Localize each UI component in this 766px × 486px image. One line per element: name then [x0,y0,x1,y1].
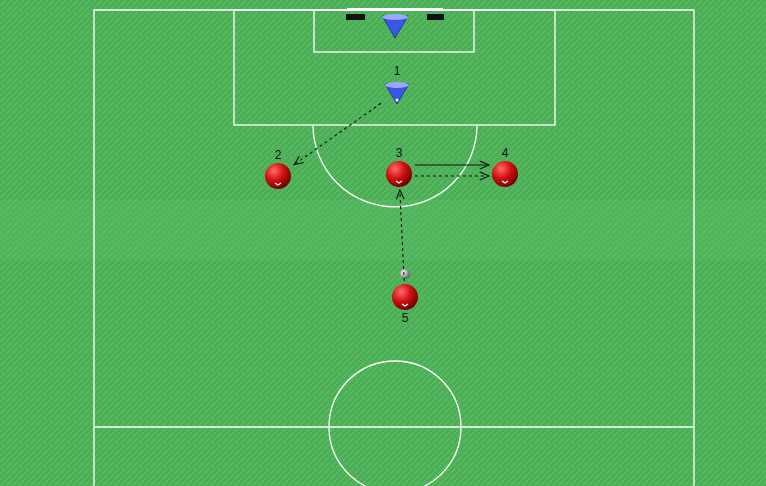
player-marker [264,162,292,190]
player-number: 4 [500,146,511,160]
pass-arrow [396,190,404,281]
player-marker [491,160,519,188]
player-number: 5 [400,311,411,325]
marker-box [391,283,419,311]
marker-box [264,162,292,190]
player-number: 1 [392,64,403,78]
pass-arrow [415,172,489,180]
player-number: 3 [394,146,405,160]
ball [400,269,410,279]
run-arrow [415,161,489,169]
player-node: 1 [383,64,411,106]
grass-band [0,200,766,260]
marker-box [491,160,519,188]
goal [346,8,444,20]
player-marker [391,283,419,311]
pass-arrow [294,103,381,164]
player-number: 2 [273,148,284,162]
player-node: 3 [385,146,413,188]
cone-marker [383,78,411,106]
player-node: 4 [491,146,519,188]
pitch-lines [94,10,694,486]
goalkeeper-cone [382,14,408,38]
marker-box [383,78,411,106]
player-node: 2 [264,148,292,190]
player-marker [385,160,413,188]
marker-box [385,160,413,188]
player-node: 5 [391,283,419,325]
